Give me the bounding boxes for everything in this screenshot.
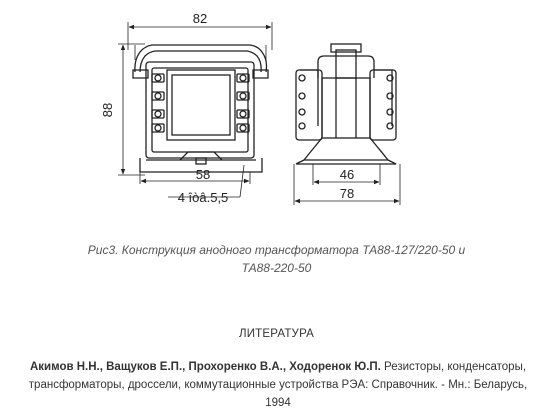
dim-height: 88 [100, 103, 115, 117]
figure-caption-line1: Рис3. Конструкция анодного трансформатор… [87, 243, 466, 257]
dim-holes: 4 îòâ.5,5 [178, 190, 229, 205]
front-view [118, 22, 273, 198]
reference-authors: Акимов Н.Н., Ващуков Е.П., Прохоренко В.… [29, 361, 381, 373]
dim-base-width: 58 [196, 167, 210, 182]
dim-overall-width: 82 [193, 11, 207, 26]
reference-line1: Акимов Н.Н., Ващуков Е.П., Прохоренко В.… [18, 358, 538, 376]
transformer-drawing: 82 88 58 4 îòâ.5,5 46 78 [100, 11, 401, 205]
figure-caption-line2: ТА88-220-50 [241, 261, 312, 275]
dim-side-inner: 46 [340, 167, 354, 182]
reference-title-start: Резисторы, конденсаторы, [380, 361, 527, 373]
reference-line2: трансформаторы, дроссели, коммутационные… [28, 379, 528, 409]
literature-heading: ЛИТЕРАТУРА [238, 328, 315, 340]
side-view [293, 43, 401, 205]
dim-side-outer: 78 [340, 186, 354, 201]
